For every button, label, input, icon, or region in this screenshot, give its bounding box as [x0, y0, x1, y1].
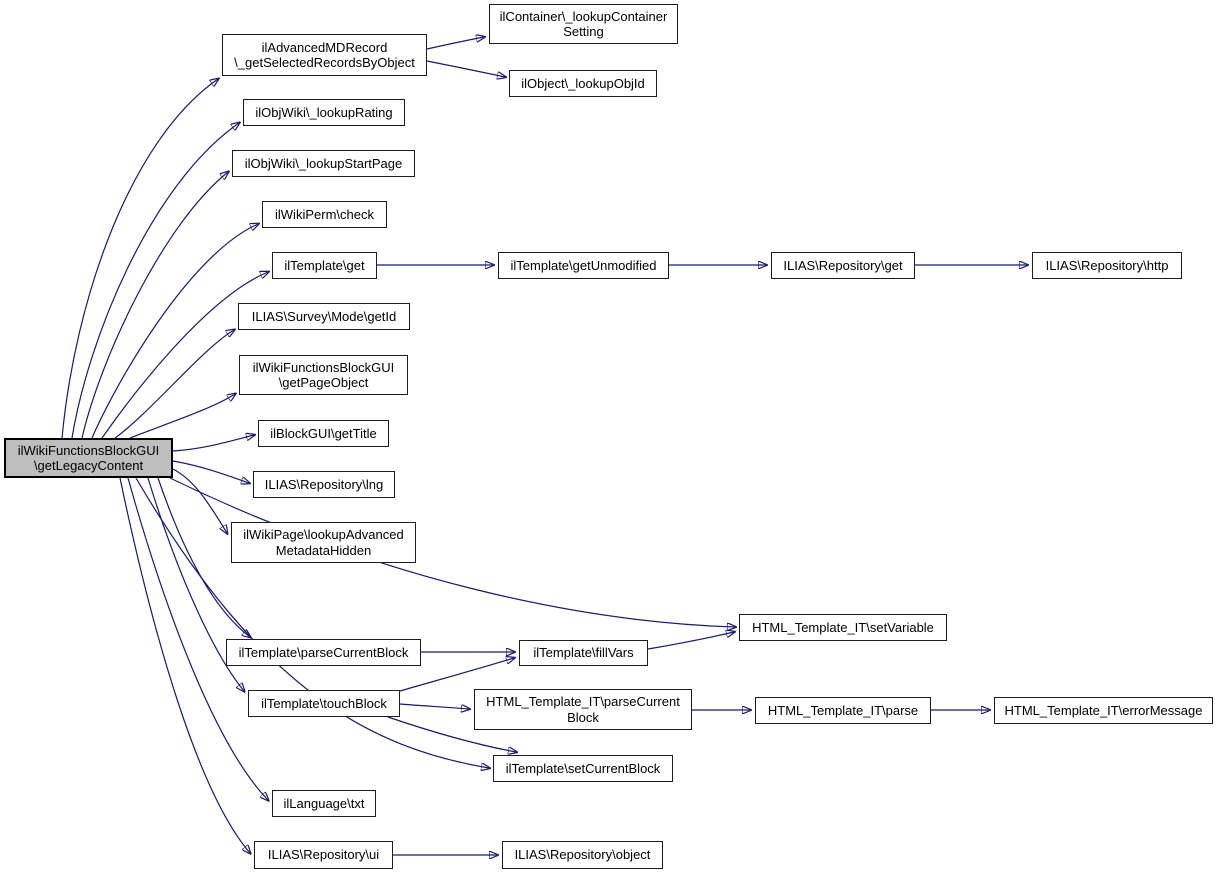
edge-get-selected-records-to-lookup-container-setting [426, 37, 484, 50]
node-lookup-start-page[interactable]: ilObjWiki\_lookupStartPage [232, 150, 415, 177]
node-repository-http[interactable]: ILIAS\Repository\http [1032, 252, 1182, 279]
node-get-unmodified[interactable]: ilTemplate\getUnmodified [498, 252, 669, 279]
node-repository-lng[interactable]: ILIAS\Repository\lng [253, 471, 395, 498]
edge-root-to-wiki-perm-check [91, 224, 258, 439]
node-repository-get[interactable]: ILIAS\Repository\get [771, 252, 915, 279]
node-lookup-obj-id[interactable]: ilObject\_lookupObjId [509, 70, 657, 97]
node-set-variable[interactable]: HTML_Template_IT\setVariable [739, 614, 947, 641]
edge-root-to-touch-block [147, 477, 244, 691]
edge-root-to-survey-mode-get-id [114, 330, 234, 439]
node-language-txt[interactable]: ilLanguage\txt [272, 790, 376, 817]
edge-root-to-lookup-start-page [81, 172, 228, 439]
node-get-page-object[interactable]: ilWikiFunctionsBlockGUI \getPageObject [239, 355, 408, 395]
edge-root-to-language-txt [127, 477, 268, 800]
edge-root-to-repository-ui [119, 477, 250, 853]
edge-root-to-template-get [101, 272, 268, 439]
node-touch-block[interactable]: ilTemplate\touchBlock [248, 690, 400, 717]
edge-get-selected-records-to-lookup-obj-id [426, 60, 505, 77]
edge-root-to-get-page-object [129, 394, 235, 439]
edge-root-to-get-selected-records [61, 79, 218, 439]
node-get-legacy-content: ilWikiFunctionsBlockGUI \getLegacyConten… [4, 438, 173, 478]
node-parse-current-block[interactable]: ilTemplate\parseCurrentBlock [226, 639, 421, 666]
node-lookup-container-setting[interactable]: ilContainer\_lookupContainer Setting [489, 4, 678, 44]
edge-touch-block-to-html-parse-current-block [399, 703, 469, 709]
node-get-selected-records-by-object[interactable]: ilAdvancedMDRecord \_getSelectedRecordsB… [222, 34, 427, 76]
edge-touch-block-to-set-current-block [387, 716, 516, 752]
edge-root-to-lookup-advanced-metadata [172, 468, 227, 533]
edge-root-to-set-variable [169, 477, 735, 627]
node-repository-ui[interactable]: ILIAS\Repository\ui [254, 841, 393, 869]
edge-fill-vars-to-set-variable [647, 632, 734, 650]
node-html-parse-current-block[interactable]: HTML_Template_IT\parseCurrent Block [474, 689, 692, 730]
node-block-gui-get-title[interactable]: ilBlockGUI\getTitle [258, 420, 389, 447]
node-lookup-advanced-metadata-hidden[interactable]: ilWikiPage\lookupAdvanced MetadataHidden [231, 522, 416, 563]
node-template-get[interactable]: ilTemplate\get [272, 252, 377, 279]
edge-root-to-lookup-rating [71, 123, 239, 439]
edge-root-to-repository-lng [172, 460, 249, 483]
node-survey-mode-get-id[interactable]: ILIAS\Survey\Mode\getId [238, 303, 410, 330]
node-wiki-perm-check[interactable]: ilWikiPerm\check [262, 201, 387, 228]
node-fill-vars[interactable]: ilTemplate\fillVars [519, 640, 648, 666]
node-error-message[interactable]: HTML_Template_IT\errorMessage [994, 697, 1213, 724]
node-repository-object[interactable]: ILIAS\Repository\object [502, 841, 663, 869]
node-lookup-rating[interactable]: ilObjWiki\_lookupRating [243, 99, 405, 126]
node-html-parse[interactable]: HTML_Template_IT\parse [755, 697, 931, 724]
edge-touch-block-to-fill-vars [399, 658, 514, 692]
node-set-current-block[interactable]: ilTemplate\setCurrentBlock [493, 755, 673, 782]
edge-root-to-block-gui-get-title [172, 435, 254, 452]
